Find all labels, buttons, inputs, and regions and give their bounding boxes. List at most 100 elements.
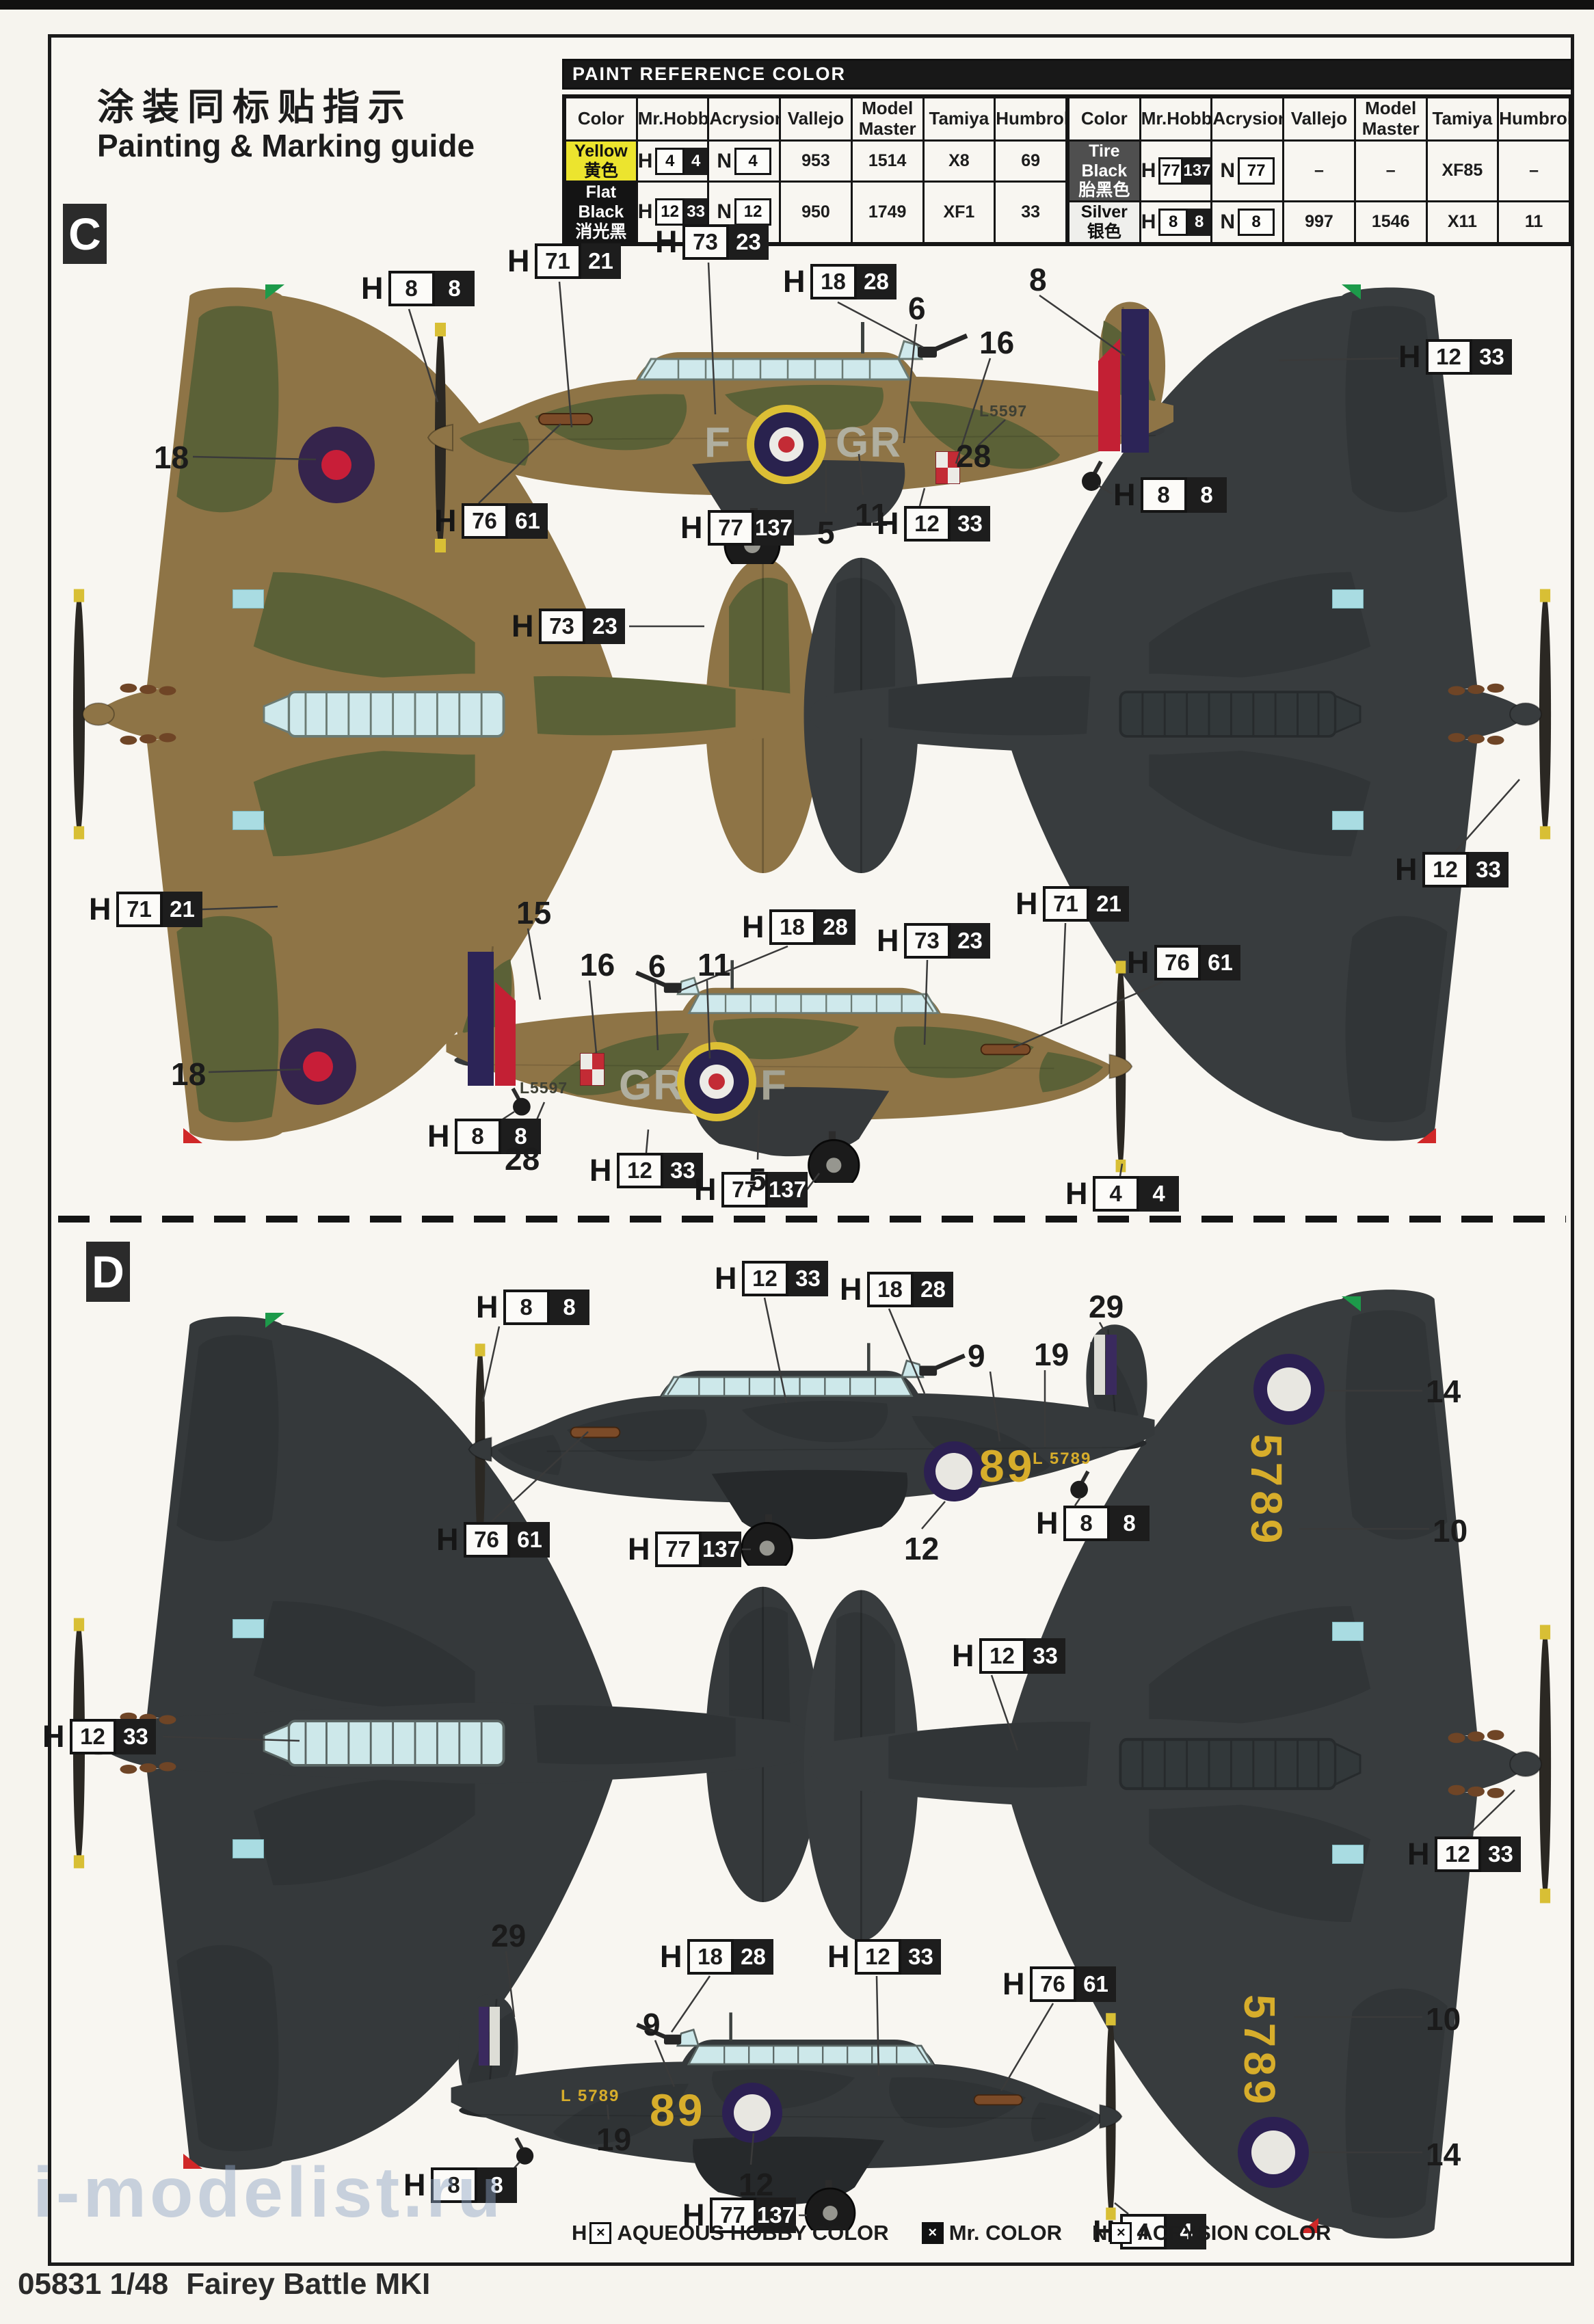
fin-flash-red [1098, 338, 1120, 451]
roundel-type-b-lower-wing [280, 1028, 356, 1105]
paint-table-column-header: Tamiya [1425, 96, 1500, 142]
serial-number: L5597 [979, 402, 1028, 420]
paint-table-column-header: Humbrol [1497, 96, 1571, 142]
paint-table-column-header: Humbrol [994, 96, 1067, 142]
tamiya-code: X8 [922, 139, 996, 183]
callout-num-19: 19 [1034, 1337, 1070, 1372]
paint-table-half: ColorMr.HobbyAcrysionVallejoModelMasterT… [564, 96, 1067, 244]
callout-num-16: 16 [580, 947, 615, 983]
fin-flash-blue [468, 952, 494, 1086]
callout-num-9: 9 [643, 2007, 661, 2042]
serial-number: L5597 [520, 1079, 568, 1097]
tamiya-code: XF85 [1425, 139, 1500, 203]
vallejo-code: 997 [1282, 200, 1356, 244]
callout-num-9: 9 [968, 1338, 985, 1374]
wing-light-panel [1332, 1845, 1364, 1864]
callout-num-19: 19 [596, 2122, 632, 2157]
paint-table-column-header: Mr.Hobby [635, 96, 710, 142]
polish-checkerboard [580, 1053, 605, 1086]
section-badge-c: C [63, 204, 107, 264]
tamiya-code: XF1 [922, 181, 996, 244]
callout-num-12: 12 [739, 2167, 774, 2202]
fin-flash-red [495, 982, 516, 1086]
kit-name: Fairey Battle MKI [186, 2267, 431, 2301]
vallejo-code: – [1282, 139, 1356, 203]
fuselage-code-pair: GR [619, 1062, 685, 1109]
legend-mr-color: ✕ Mr. COLOR [919, 2221, 1062, 2245]
callout-num-10: 10 [1433, 1513, 1468, 1549]
section-badge-d: D [86, 1242, 130, 1302]
callout-num-12: 12 [904, 1531, 940, 1566]
callout-num-14: 14 [1426, 2137, 1461, 2172]
humbrol-code: 11 [1497, 200, 1571, 244]
paint-table-column-header: Vallejo [779, 96, 853, 142]
callout-num-15: 15 [516, 895, 552, 931]
callout-num-10: 10 [1426, 2001, 1461, 2037]
callout-num-16: 16 [979, 325, 1015, 360]
kit-code: 05831 1/48 [18, 2267, 169, 2301]
wing-serial-lower: 5789 [1235, 1994, 1284, 2109]
paint-table-column-header: Vallejo [1282, 96, 1356, 142]
callout-num-18: 18 [154, 440, 189, 475]
kit-footer: 05831 1/48 Fairey Battle MKI [18, 2267, 430, 2301]
checkbox-x-icon: ✕ [589, 2222, 612, 2244]
callout-num-11: 11 [698, 947, 731, 983]
paint-table-column-header: Mr.Hobby [1139, 96, 1213, 142]
fin-flash-white [490, 2007, 500, 2066]
callout-num-5: 5 [817, 515, 835, 550]
callout-num-11: 11 [855, 497, 888, 533]
roundel-night [924, 1441, 984, 1501]
paint-table-grid: ColorMr.HobbyAcrysionVallejoModelMasterT… [562, 94, 1573, 246]
tamiya-code: X11 [1425, 200, 1500, 244]
wing-light-panel [1332, 589, 1364, 609]
page-title-english: Painting & Marking guide [97, 128, 475, 163]
paint-table-half: ColorMr.HobbyAcrysionVallejoModelMasterT… [1067, 96, 1571, 244]
humbrol-code: 69 [994, 139, 1067, 183]
legend-aqueous: H ✕ AQUEOUS HOBBY COLOR [572, 2221, 889, 2245]
paint-table-column-header: Color [564, 96, 638, 142]
callout-num-14: 14 [1426, 1374, 1461, 1409]
callout-num-5: 5 [749, 1162, 767, 1197]
paint-table-title: PAINT REFERENCE COLOR [562, 59, 1573, 90]
callout-num-28: 28 [505, 1141, 540, 1177]
wing-light-panel [233, 811, 264, 830]
roundel-night-lower-wing [1238, 2117, 1309, 2188]
legend-acrysion-prefix: N [1092, 2221, 1108, 2245]
paint-table-column-header: Tamiya [922, 96, 996, 142]
fuselage-code-number: 89 [979, 1441, 1035, 1491]
wing-light-panel [1332, 1622, 1364, 1641]
paint-table-column-header: Color [1067, 96, 1141, 142]
callout-num-29: 29 [1089, 1289, 1124, 1324]
